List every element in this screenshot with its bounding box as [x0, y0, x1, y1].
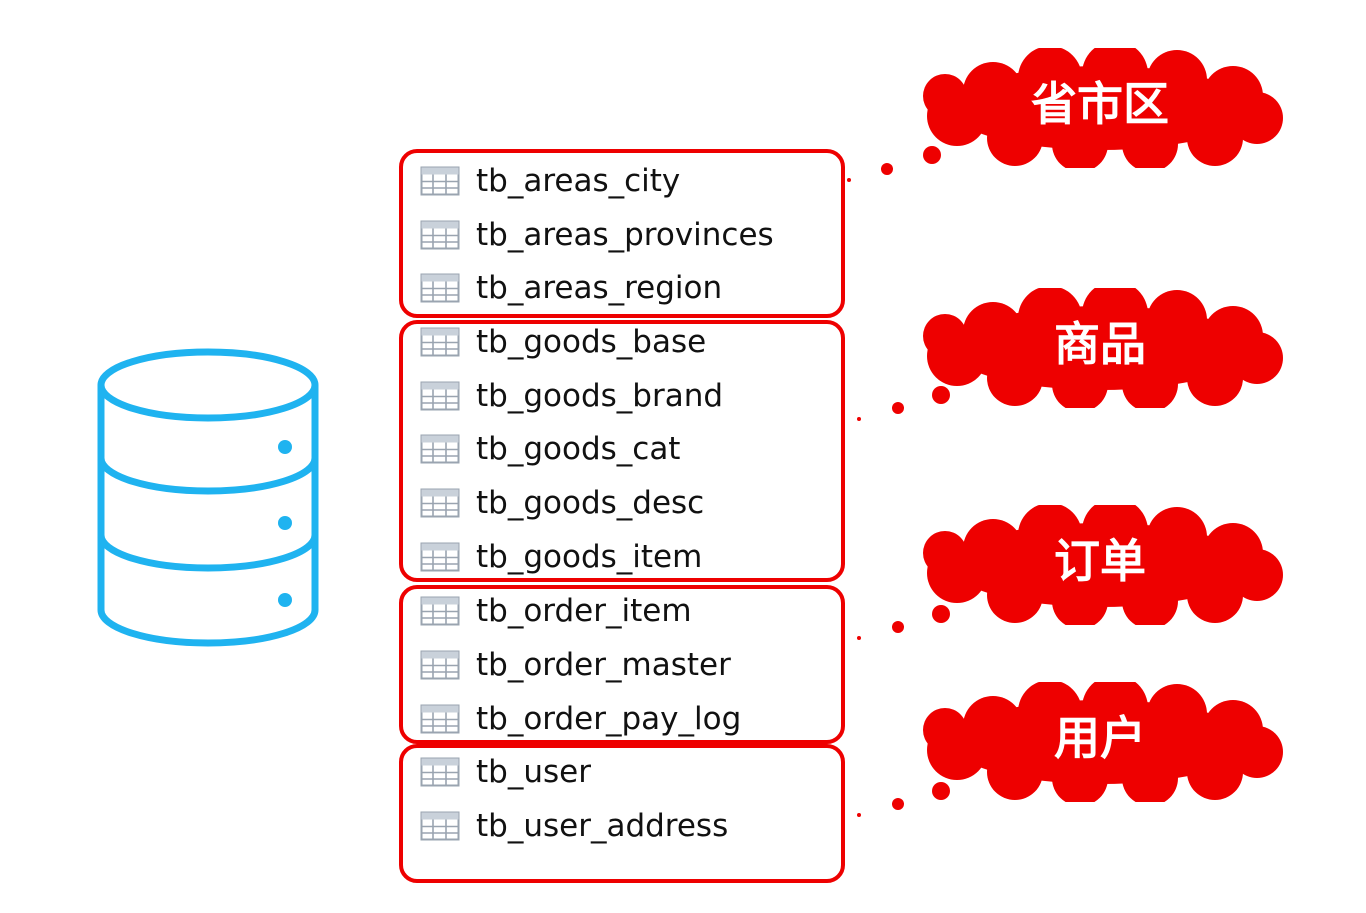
table-row: tb_user_address — [420, 799, 728, 853]
group-box-order — [399, 585, 845, 744]
table-icon — [420, 650, 460, 680]
table-row: tb_order_item — [420, 584, 692, 638]
table-icon — [420, 220, 460, 250]
table-row: tb_areas_region — [420, 261, 722, 315]
cloud-icon — [923, 505, 1283, 625]
table-row: tb_order_master — [420, 638, 731, 692]
cloud-order: 订单 — [915, 505, 1285, 625]
table-icon — [420, 434, 460, 464]
cloud-label: 商品 — [1054, 317, 1146, 371]
table-icon — [420, 811, 460, 841]
table-icon — [420, 327, 460, 357]
table-icon — [420, 757, 460, 787]
table-row: tb_goods_base — [420, 315, 706, 369]
table-row: tb_areas_provinces — [420, 208, 774, 262]
group-box-user — [399, 744, 845, 883]
cloud-icon — [923, 682, 1283, 802]
table-row: tb_areas_city — [420, 154, 680, 208]
table-name: tb_user_address — [476, 808, 729, 844]
cloud-goods: 商品 — [915, 288, 1285, 408]
table-icon — [420, 488, 460, 518]
connector-goods — [857, 386, 950, 421]
table-icon — [420, 381, 460, 411]
table-icon — [420, 542, 460, 572]
table-icon — [420, 704, 460, 734]
table-row: tb_goods_brand — [420, 369, 723, 423]
table-name: tb_areas_city — [476, 163, 681, 199]
table-name: tb_goods_cat — [476, 431, 681, 467]
table-row: tb_goods_cat — [420, 422, 680, 476]
cloud-label: 订单 — [1054, 534, 1146, 588]
table-row: tb_user — [420, 745, 591, 799]
table-row: tb_order_pay_log — [420, 692, 741, 746]
table-name: tb_order_item — [476, 593, 692, 629]
group-box-areas — [399, 149, 845, 318]
table-icon — [420, 273, 460, 303]
database-icon — [97, 348, 319, 647]
table-name: tb_goods_brand — [476, 378, 724, 414]
cloud-icon — [923, 288, 1283, 408]
table-icon — [420, 596, 460, 626]
table-row: tb_goods_desc — [420, 476, 704, 530]
table-name: tb_areas_region — [476, 270, 723, 306]
table-name: tb_goods_item — [476, 539, 703, 575]
table-name: tb_areas_provinces — [476, 217, 774, 253]
table-row: tb_goods_item — [420, 530, 702, 584]
connector-order — [857, 605, 950, 640]
table-name: tb_user — [476, 754, 591, 790]
group-box-goods — [399, 320, 845, 582]
cloud-user: 用户 — [915, 682, 1285, 802]
connector-user — [857, 782, 950, 817]
table-icon — [420, 166, 460, 196]
cloud-icon — [923, 48, 1283, 168]
cloud-label: 用户 — [1054, 711, 1146, 765]
connector-areas — [847, 146, 941, 182]
table-name: tb_goods_base — [476, 324, 707, 360]
table-name: tb_order_master — [476, 647, 731, 683]
cloud-label: 省市区 — [1031, 77, 1169, 131]
table-name: tb_goods_desc — [476, 485, 705, 521]
cloud-areas: 省市区 — [915, 48, 1285, 168]
table-name: tb_order_pay_log — [476, 701, 742, 737]
